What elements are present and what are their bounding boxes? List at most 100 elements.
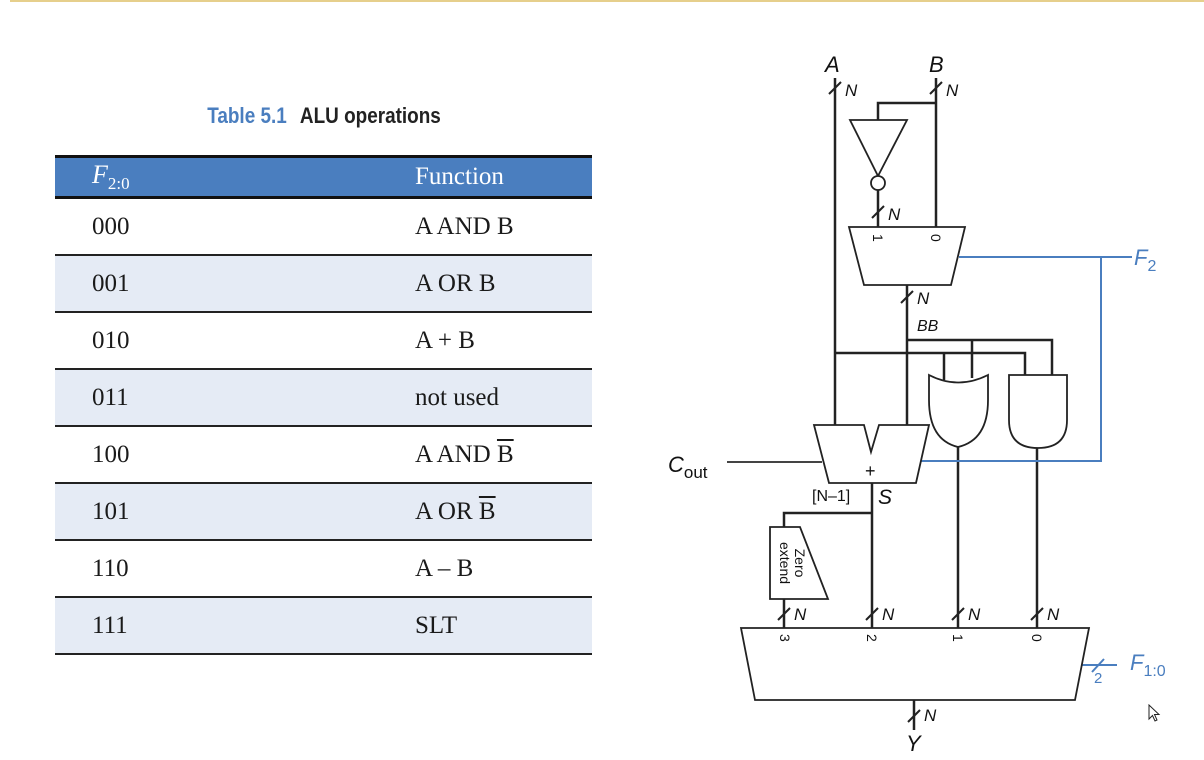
inverter-triangle bbox=[848, 119, 909, 178]
row-function: A OR B bbox=[415, 255, 592, 313]
cout-sub: out bbox=[684, 463, 708, 482]
alu-operations-table: F2:0 Function 000 A AND B 001 A OR B 010… bbox=[55, 155, 592, 655]
bus-width-y: N bbox=[924, 706, 937, 725]
slash-inv bbox=[871, 205, 885, 219]
wire-a-to-and bbox=[835, 351, 1027, 375]
bus-width-in3: N bbox=[794, 605, 807, 624]
header-control-sub: 2:0 bbox=[107, 174, 130, 194]
f2-main: F bbox=[1134, 245, 1149, 270]
bus-width-inv: N bbox=[888, 205, 901, 224]
cout-label: Cout bbox=[668, 452, 708, 482]
slash-in0 bbox=[1030, 607, 1044, 621]
slash-bb bbox=[900, 290, 914, 304]
row-function: A AND B bbox=[415, 426, 592, 484]
row-function: A – B bbox=[415, 540, 592, 598]
table-header-row: F2:0 Function bbox=[55, 155, 592, 199]
bus-width-a: N bbox=[845, 81, 858, 100]
row-code: 111 bbox=[55, 597, 415, 655]
table-row: 000 A AND B bbox=[55, 197, 592, 256]
msb-select-label: [N–1] bbox=[812, 488, 850, 505]
slash-b bbox=[929, 81, 943, 95]
wire-f2-to-adder bbox=[920, 257, 1102, 462]
control-wires bbox=[920, 256, 1132, 673]
data-wires bbox=[782, 78, 1054, 730]
mux-4to1 bbox=[739, 627, 1091, 701]
slash-in1 bbox=[951, 607, 965, 621]
wire-b-to-inverter bbox=[876, 101, 936, 120]
row-function: A + B bbox=[415, 312, 592, 370]
slash-in3 bbox=[777, 607, 791, 621]
or-gate bbox=[928, 373, 989, 448]
f2-label: F2 bbox=[1134, 245, 1156, 275]
f2-sub: 2 bbox=[1147, 258, 1156, 275]
slash-in2 bbox=[865, 607, 879, 621]
select-width-label: 2 bbox=[1094, 670, 1102, 687]
bus-width-bb: N bbox=[917, 289, 930, 308]
mux4-input-1: 1 bbox=[950, 634, 966, 642]
mux2-input-0: 0 bbox=[928, 234, 944, 242]
top-rule bbox=[10, 0, 1204, 2]
input-b-label: B bbox=[929, 52, 944, 77]
row-code: 010 bbox=[55, 312, 415, 370]
header-control: F2:0 bbox=[55, 155, 415, 199]
mux4-input-3: 3 bbox=[777, 634, 793, 642]
input-a-label: A bbox=[823, 52, 840, 77]
function-prefix: A OR bbox=[415, 497, 479, 525]
row-code: 110 bbox=[55, 540, 415, 598]
table-row: 001 A OR B bbox=[55, 255, 592, 313]
slash-a bbox=[828, 81, 842, 95]
row-code: 000 bbox=[55, 197, 415, 256]
row-code: 011 bbox=[55, 369, 415, 427]
row-code: 101 bbox=[55, 483, 415, 541]
f10-main: F bbox=[1130, 650, 1145, 675]
row-function: SLT bbox=[415, 597, 592, 655]
function-inverted-operand: B bbox=[478, 497, 496, 525]
table-caption: Table 5.1 ALU operations bbox=[45, 103, 602, 129]
mux-2to1 bbox=[847, 226, 967, 286]
mux4-input-2: 2 bbox=[864, 634, 880, 642]
wire-bb-to-and bbox=[907, 338, 1054, 375]
slash-f10 bbox=[1091, 658, 1105, 673]
bus-width-b: N bbox=[946, 81, 959, 100]
inverter bbox=[848, 119, 909, 191]
function-prefix: A AND bbox=[415, 440, 497, 468]
zero-extend-line1: Zero bbox=[792, 549, 808, 578]
bus-width-in1: N bbox=[968, 605, 981, 624]
row-function: A OR B bbox=[415, 483, 592, 541]
bus-width-in2: N bbox=[882, 605, 895, 624]
function-inverted-operand: B bbox=[496, 440, 514, 468]
adder-symbol: + bbox=[865, 461, 876, 481]
bus-width-in0: N bbox=[1047, 605, 1060, 624]
row-function: not used bbox=[415, 369, 592, 427]
f10-label: F1:0 bbox=[1130, 650, 1166, 680]
table-row: 111 SLT bbox=[55, 597, 592, 655]
header-control-main: F bbox=[92, 159, 108, 189]
adder bbox=[812, 424, 931, 484]
mux4-input-0: 0 bbox=[1029, 634, 1045, 642]
zero-extend-block bbox=[769, 526, 830, 600]
mux2-input-1: 1 bbox=[870, 234, 886, 242]
bb-label: BB bbox=[917, 318, 939, 335]
table-row: 011 not used bbox=[55, 369, 592, 427]
inverter-bubble bbox=[870, 175, 886, 191]
table-row: 110 A – B bbox=[55, 540, 592, 598]
table-row: 100 A AND B bbox=[55, 426, 592, 484]
zero-extend-line2: extend bbox=[777, 542, 793, 584]
table-row: 101 A OR B bbox=[55, 483, 592, 541]
zero-extend-label: Zeroextend bbox=[777, 542, 808, 584]
mouse-cursor-icon bbox=[1148, 704, 1161, 722]
cout-main: C bbox=[668, 452, 684, 477]
row-code: 100 bbox=[55, 426, 415, 484]
wire-msb bbox=[782, 511, 872, 527]
row-code: 001 bbox=[55, 255, 415, 313]
f10-sub: 1:0 bbox=[1143, 663, 1165, 680]
sum-label: S bbox=[878, 486, 892, 509]
output-y-label: Y bbox=[906, 731, 922, 756]
row-function: A AND B bbox=[415, 197, 592, 256]
bus-width-slashes bbox=[777, 81, 1044, 723]
slash-y bbox=[907, 709, 921, 723]
caption-number: Table 5.1 bbox=[207, 103, 287, 128]
header-function: Function bbox=[415, 155, 592, 199]
and-gate bbox=[1008, 374, 1068, 449]
